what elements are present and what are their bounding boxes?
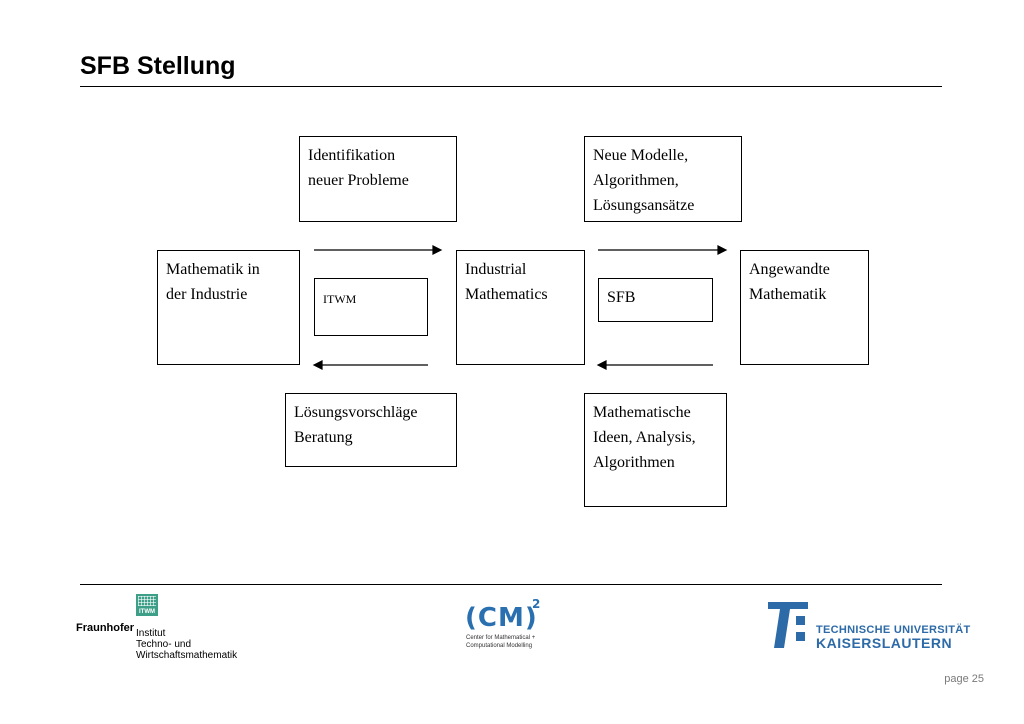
box-neue-modelle-line-1: Neue Modelle, <box>593 147 689 164</box>
box-loesungsvorschlaege-line-2: Beratung <box>294 429 353 446</box>
box-identifikation-line-2: neuer Probleme <box>308 172 409 189</box>
cm-logo-caption: Center for Mathematical + Computational … <box>466 634 535 650</box>
itwm-institute-text: Institut Techno- und Wirtschaftsmathemat… <box>136 628 237 661</box>
box-mathematik-industrie-line-1: Mathematik in <box>166 261 260 278</box>
page-title: SFB Stellung <box>80 52 236 80</box>
box-industrial-mathematics: Industrial Mathematics <box>456 250 585 365</box>
box-mathematische-ideen-line-3: Algorithmen <box>593 454 675 471</box>
tu-kaiserslautern-logo-icon <box>768 602 808 648</box>
box-mathematik-industrie-line-2: der Industrie <box>166 286 248 303</box>
cm-caption-line-1: Center for Mathematical + <box>466 635 536 641</box>
box-mathematik-industrie: Mathematik in der Industrie <box>157 250 300 365</box>
box-identifikation: Identifikation neuer Probleme <box>299 136 457 222</box>
box-industrial-mathematics-line-1: Industrial <box>465 261 527 278</box>
box-itwm-label: ITWM <box>323 292 357 306</box>
box-identifikation-line-1: Identifikation <box>308 147 396 164</box>
box-angewandte-mathematik-line-1: Angewandte <box>749 261 830 278</box>
box-mathematische-ideen-line-2: Ideen, Analysis, <box>593 429 696 446</box>
box-loesungsvorschlaege: Lösungsvorschläge Beratung <box>285 393 457 467</box>
itwm-line-3: Wirtschaftsmathematik <box>136 650 238 661</box>
tu-kaiserslautern-logo-text: TECHNISCHE UNIVERSITÄT KAISERSLAUTERN <box>816 624 971 650</box>
box-neue-modelle-line-2: Algorithmen, <box>593 172 679 189</box>
box-angewandte-mathematik: Angewandte Mathematik <box>740 250 869 365</box>
page-number: page 25 <box>944 673 984 685</box>
box-angewandte-mathematik-line-2: Mathematik <box>749 286 827 303</box>
cm-logo-superscript: 2 <box>532 597 541 611</box>
box-mathematische-ideen: Mathematische Ideen, Analysis, Algorithm… <box>584 393 727 507</box>
box-sfb-label: SFB <box>607 289 636 306</box>
box-sfb: SFB <box>598 278 713 322</box>
footer-divider <box>80 584 942 585</box>
cm-logo-mark: (CM) <box>465 603 538 633</box>
arrow-right-itwm-top-head <box>432 245 443 255</box>
fraunhofer-logo-text: Fraunhofer <box>76 622 135 634</box>
cm-caption-line-2: Computational Modelling <box>466 643 533 649</box>
header-divider <box>80 86 942 87</box>
itwm-logo-icon-label: ITWM <box>139 609 155 615</box>
box-mathematische-ideen-line-1: Mathematische <box>593 404 691 421</box>
arrow-left-sfb-bottom-head <box>596 360 607 370</box>
box-neue-modelle: Neue Modelle, Algorithmen, Lösungsansätz… <box>584 136 742 222</box>
box-neue-modelle-line-3: Lösungsansätze <box>593 197 695 214</box>
itwm-logo-icon: ITWM <box>136 594 158 616</box>
box-itwm: ITWM <box>314 278 428 336</box>
tu-line-1: TECHNISCHE UNIVERSITÄT <box>816 624 971 636</box>
box-loesungsvorschlaege-line-1: Lösungsvorschläge <box>294 404 418 421</box>
itwm-line-2: Techno- und <box>136 639 192 650</box>
itwm-line-1: Institut <box>136 628 166 639</box>
arrow-right-sfb-top-head <box>717 245 728 255</box>
arrow-left-itwm-bottom-head <box>312 360 323 370</box>
box-industrial-mathematics-line-2: Mathematics <box>465 286 548 303</box>
tu-line-2: KAISERSLAUTERN <box>816 635 953 651</box>
